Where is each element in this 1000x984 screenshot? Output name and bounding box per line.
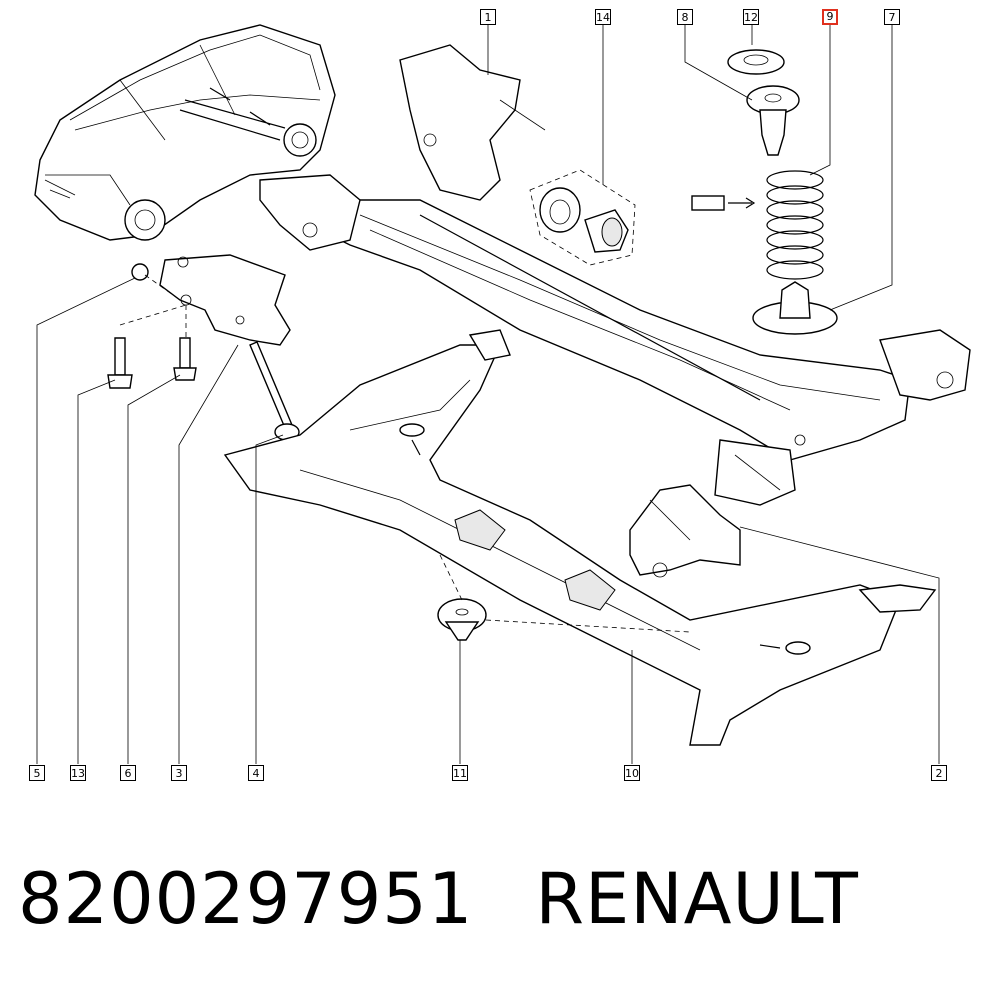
caption: 8200297951 RENAULT: [18, 858, 859, 948]
callout-3: 3: [171, 765, 187, 781]
callout-11: 11: [452, 765, 468, 781]
callout-9-highlighted: 9: [822, 9, 838, 25]
lower-cross-member: [223, 329, 937, 746]
rubber-plug: [437, 554, 691, 641]
bush-set: [529, 169, 636, 266]
callout-12: 12: [743, 9, 759, 25]
callout-5: 5: [29, 765, 45, 781]
callout-2: 2: [931, 765, 947, 781]
callout-10: 10: [624, 765, 640, 781]
car-thumbnail: [34, 24, 336, 241]
callout-8: 8: [677, 9, 693, 25]
callout-6: 6: [120, 765, 136, 781]
callout-7: 7: [884, 9, 900, 25]
brand-name: RENAULT: [535, 858, 859, 940]
callout-1: 1: [480, 9, 496, 25]
exploded-parts-diagram: [34, 24, 971, 764]
spring-assembly: [691, 49, 838, 335]
left-bracket-and-fasteners: [107, 254, 300, 441]
leader-lines: [36, 25, 940, 764]
rear-axle-beam: [259, 44, 971, 506]
part-number: 8200297951: [18, 858, 474, 940]
right-mounting-bracket: [629, 484, 741, 578]
callout-14: 14: [595, 9, 611, 25]
callout-4: 4: [248, 765, 264, 781]
callout-13: 13: [70, 765, 86, 781]
